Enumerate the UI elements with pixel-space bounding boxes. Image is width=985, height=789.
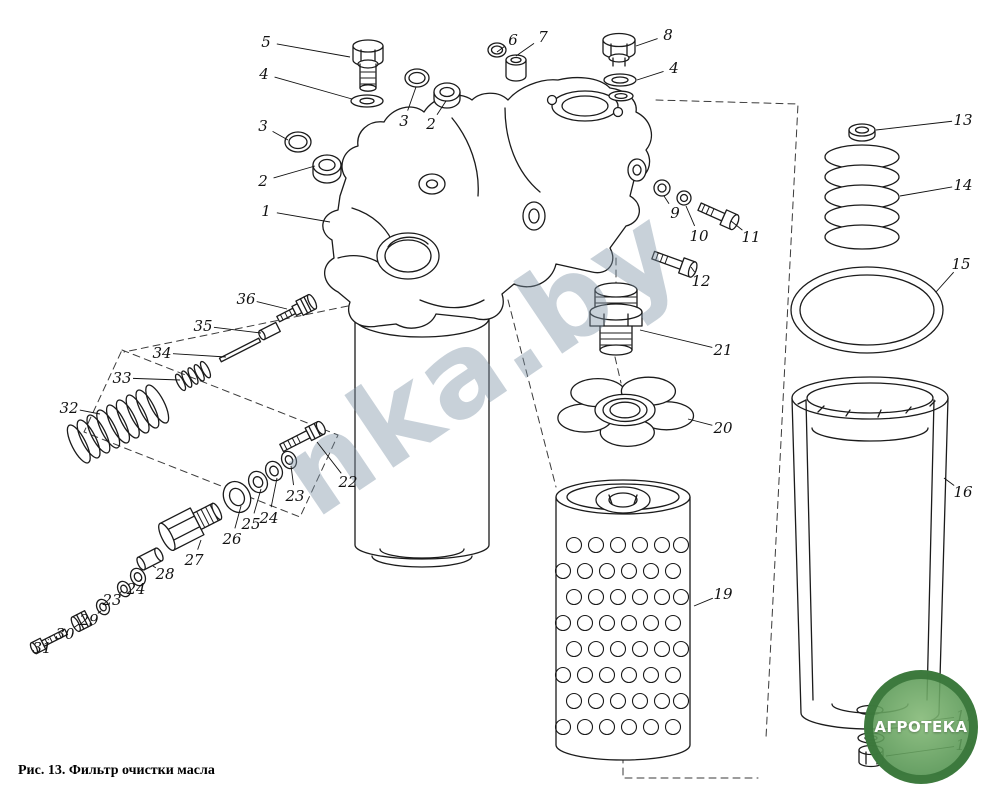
piston-28 bbox=[136, 547, 164, 571]
washer-24 bbox=[264, 460, 284, 482]
filter-body bbox=[354, 298, 490, 568]
sleeve-35 bbox=[258, 321, 281, 341]
bolt-36 bbox=[276, 293, 318, 323]
bolt-5 bbox=[352, 39, 384, 92]
filter-housing-1 bbox=[322, 76, 653, 329]
figure-caption: Рис. 13. Фильтр очистки масла bbox=[18, 763, 215, 778]
spring-32 bbox=[66, 384, 170, 464]
ring-3-left bbox=[284, 131, 312, 153]
washer-4-left bbox=[350, 94, 384, 108]
bolt-12 bbox=[651, 250, 698, 278]
ring-2-mid bbox=[433, 82, 461, 109]
pin-34 bbox=[218, 337, 262, 363]
washer-9-10 bbox=[653, 179, 692, 206]
ring-6 bbox=[487, 42, 507, 58]
sealing-ring-15 bbox=[790, 266, 944, 354]
washer-26 bbox=[222, 480, 252, 514]
washer-23b bbox=[116, 580, 132, 598]
washer-25 bbox=[247, 470, 269, 494]
drain-plug-17-18 bbox=[857, 732, 885, 768]
filter-cup-16 bbox=[791, 376, 949, 730]
ring-2-left bbox=[312, 154, 342, 184]
nut-30 bbox=[70, 610, 93, 633]
bolt-8 bbox=[602, 32, 636, 67]
perforations bbox=[554, 536, 690, 736]
cap-nut-13 bbox=[848, 123, 876, 142]
valve-fitting-27 bbox=[158, 502, 223, 552]
spring-33 bbox=[174, 360, 212, 392]
washer-4-right bbox=[603, 73, 637, 102]
fitting-21 bbox=[589, 282, 643, 356]
bolt-11 bbox=[697, 202, 740, 231]
bolt-22 bbox=[279, 420, 326, 453]
bushing-7 bbox=[505, 54, 527, 82]
filter-element-19 bbox=[554, 479, 691, 761]
washer-29 bbox=[95, 598, 111, 616]
bolt-31 bbox=[29, 628, 69, 655]
spider-20 bbox=[558, 377, 694, 446]
spring-14 bbox=[824, 144, 900, 250]
washer-24b bbox=[129, 567, 147, 587]
ring-3-mid bbox=[404, 68, 430, 88]
